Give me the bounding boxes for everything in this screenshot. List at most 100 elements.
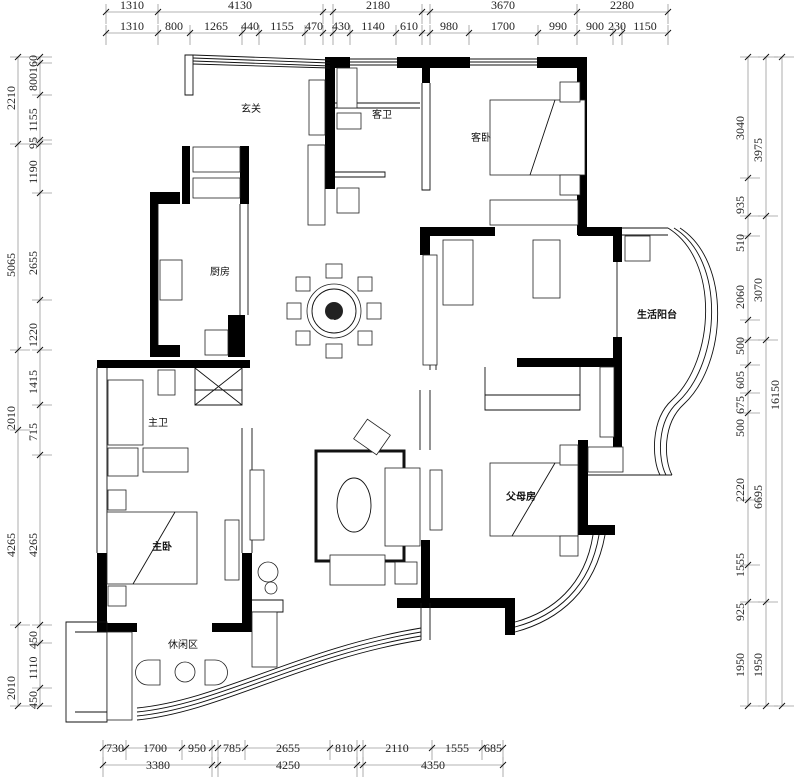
dimension-tick: [762, 212, 770, 220]
dimension-tick: [744, 53, 752, 61]
dimension-tick: [609, 29, 617, 37]
dimension-tick: [36, 140, 44, 148]
dimension-tick: [744, 389, 752, 397]
dimension-tick: [534, 29, 542, 37]
dimension-tick: [238, 29, 246, 37]
room-label-guest-bath: 客卫: [372, 108, 392, 121]
dim-bottom-detail: 685: [484, 741, 502, 755]
dim-left-overall: 4265: [4, 533, 18, 557]
dim-left-detail: 1110: [26, 656, 40, 679]
dimension-tick: [214, 761, 222, 769]
dimension-tick: [664, 8, 672, 16]
dimension-tick: [208, 744, 216, 752]
dimension-tick: [14, 621, 22, 629]
dimension-tick: [326, 744, 334, 752]
dim-top-overall: 4130: [228, 0, 252, 12]
room-label-guest-bedroom: 客卧: [471, 131, 491, 144]
dim-right-detail: 1950: [733, 653, 747, 677]
dim-top-detail: 980: [440, 19, 458, 33]
dim-left-detail: 800: [26, 73, 40, 91]
dimension-tick: [36, 189, 44, 197]
dim-bottom-detail: 2655: [276, 741, 300, 755]
dim-top-overall: 2280: [610, 0, 634, 12]
top-dimensions: 1310 4130 2180 3670 2280 1310 800 1265 4…: [120, 0, 657, 33]
dimension-tick: [255, 29, 263, 37]
dim-left-detail: 95: [26, 137, 40, 149]
dimension-tick: [744, 409, 752, 417]
dimension-tick: [744, 232, 752, 240]
dimension-tick: [664, 29, 672, 37]
dimension-tick: [744, 702, 752, 710]
dimension-tick: [14, 53, 22, 61]
master-bed: [106, 511, 198, 585]
dim-left-overall: 2210: [4, 86, 18, 110]
dim-top-detail: 1140: [361, 19, 385, 33]
dim-left-detail: 450: [26, 691, 40, 709]
dim-top-detail: 800: [165, 19, 183, 33]
dimension-tick: [36, 451, 44, 459]
room-label-parents-room: 父母房: [505, 490, 536, 503]
room-label-utility-balcony: 生活阳台: [637, 308, 677, 321]
dimension-tick: [426, 8, 434, 16]
dim-top-detail: 1700: [491, 19, 515, 33]
dimension-tick: [573, 29, 581, 37]
dimension-tick: [353, 744, 361, 752]
dimension-tick: [36, 53, 44, 61]
dim-top-detail: 990: [549, 19, 567, 33]
dimension-tick: [762, 598, 770, 606]
dimension-tick: [744, 316, 752, 324]
dimension-tick: [744, 561, 752, 569]
dimension-tick: [392, 29, 400, 37]
dimension-tick: [426, 29, 434, 37]
dimension-tick: [102, 8, 110, 16]
dim-left-detail: 160: [26, 55, 40, 73]
dining-table: [286, 263, 382, 359]
dim-bottom-overall: 4250: [276, 758, 300, 772]
dim-left-detail: 1155: [26, 108, 40, 132]
dim-left-overall: 2010: [4, 406, 18, 430]
guest-bed: [489, 99, 586, 176]
dimension-tick: [14, 346, 22, 354]
dimension-tick: [573, 8, 581, 16]
dimension-tick: [346, 29, 354, 37]
dimension-tick: [744, 174, 752, 182]
dimension-tick: [744, 598, 752, 606]
room-label-master-bath: 主卫: [148, 417, 168, 429]
dim-bottom-detail: 950: [188, 741, 206, 755]
dimension-tick: [154, 8, 162, 16]
dim-top-detail: 430: [332, 19, 350, 33]
dim-left-overall: 16150: [0, 357, 1, 387]
dimension-tick: [418, 8, 426, 16]
dim-left-overall: 2010: [4, 676, 18, 700]
dim-bottom-overall: 4350: [421, 758, 445, 772]
dimension-tick: [14, 426, 22, 434]
room-label-entrance: 玄关: [241, 102, 261, 115]
dim-top-detail: 440: [241, 19, 259, 33]
dim-right-middle: 3070: [751, 278, 765, 302]
dimension-tick: [744, 361, 752, 369]
dim-left-detail: 450: [26, 631, 40, 649]
dimension-tick: [301, 29, 309, 37]
dimension-tick: [208, 761, 216, 769]
dim-right-detail: 500: [733, 419, 747, 437]
dim-right-overall: 16150: [768, 380, 782, 410]
dimension-tick: [618, 29, 626, 37]
dim-top-detail: 470: [305, 19, 323, 33]
dimension-tick: [465, 29, 473, 37]
right-dimensions: 3040 935 510 2060 500 605 675 500 2220 1…: [733, 116, 782, 677]
dimension-tick: [36, 346, 44, 354]
dimension-tick: [36, 639, 44, 647]
dimension-tick: [36, 684, 44, 692]
dim-right-detail: 675: [733, 396, 747, 414]
dimension-tick: [428, 744, 436, 752]
dimension-tick: [14, 702, 22, 710]
dimension-tick: [329, 8, 337, 16]
dim-bottom-detail: 785: [223, 741, 241, 755]
dim-right-detail: 935: [733, 196, 747, 214]
dimension-tick: [36, 401, 44, 409]
dimension-tick: [36, 59, 44, 67]
dimension-tick: [241, 744, 249, 752]
dim-top-overall: 1310: [120, 0, 144, 12]
furniture: [106, 67, 651, 721]
